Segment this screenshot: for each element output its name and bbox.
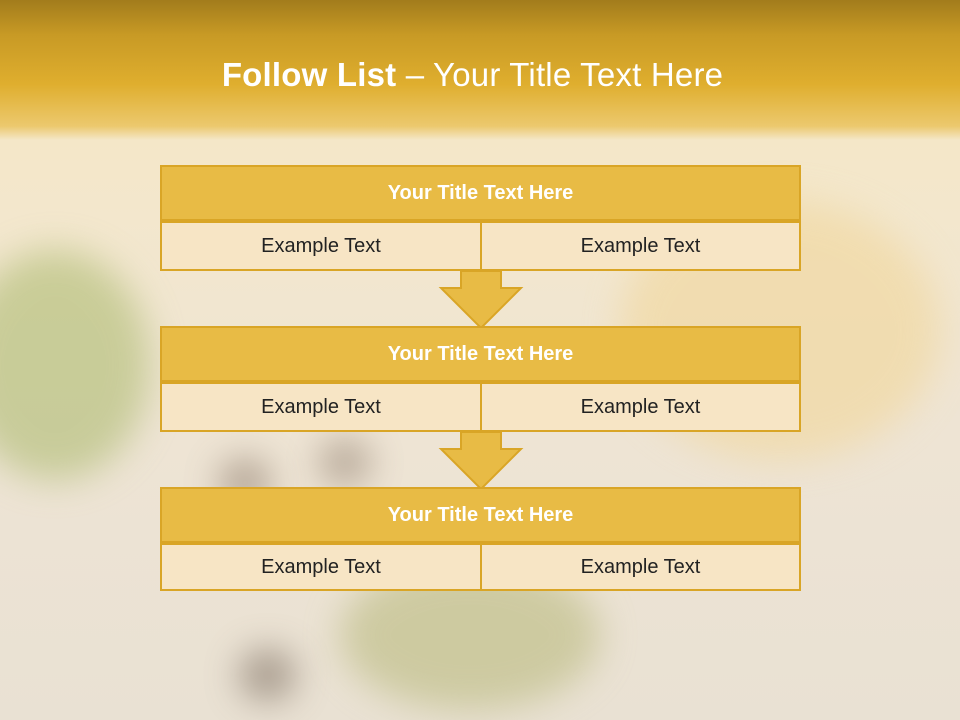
background-blur-green-leaf xyxy=(0,250,150,480)
title-bar xyxy=(0,0,960,140)
slide-title-rest: – Your Title Text Here xyxy=(405,56,724,93)
block-text-left: Example Text xyxy=(160,543,482,591)
block-title: Your Title Text Here xyxy=(160,165,801,221)
slide-title-bold: Follow List xyxy=(221,56,397,93)
down-arrow-icon xyxy=(438,270,524,330)
background-blur-dark-pepper-3 xyxy=(240,650,295,700)
block-text-left: Example Text xyxy=(160,382,482,432)
block-text-right: Example Text xyxy=(480,221,801,271)
slide-title: Follow List – Your Title Text Here xyxy=(0,56,945,94)
block-text-right: Example Text xyxy=(480,543,801,591)
background-blur-dark-pepper-2 xyxy=(320,440,370,485)
block-title: Your Title Text Here xyxy=(160,326,801,382)
block-text-right: Example Text xyxy=(480,382,801,432)
down-arrow-icon xyxy=(438,431,524,491)
block-text-left: Example Text xyxy=(160,221,482,271)
block-title: Your Title Text Here xyxy=(160,487,801,543)
